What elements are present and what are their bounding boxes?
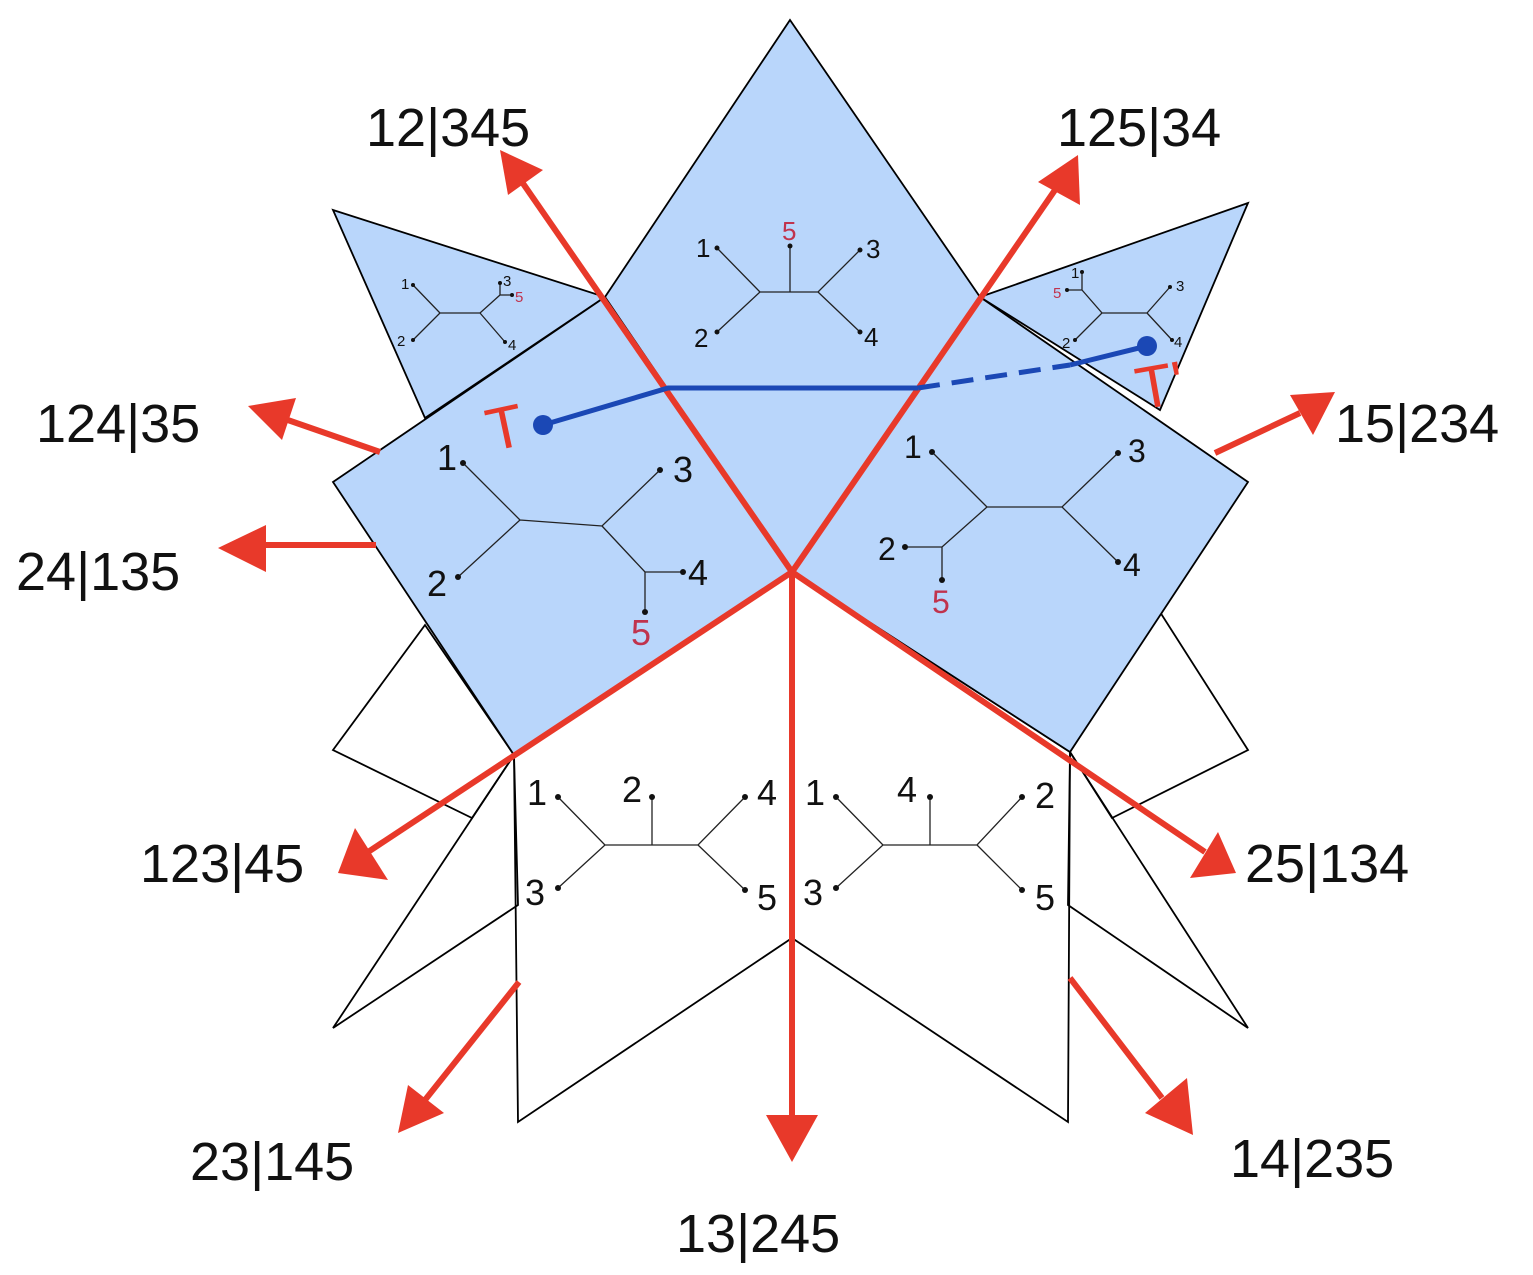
arrowhead-124-35 <box>248 398 296 440</box>
ray-23-145 <box>422 980 522 1102</box>
tree-top-leaf-5: 5 <box>782 216 796 246</box>
tree-right-leaf-4: 4 <box>1123 547 1141 583</box>
geodesic-path: T T' <box>480 336 1190 464</box>
label-25-134: 25|134 <box>1245 834 1409 894</box>
arrowhead-23-145 <box>398 1085 444 1133</box>
label-24-135: 24|135 <box>16 542 180 602</box>
tree-upper-left-leaf-5: 5 <box>515 289 523 306</box>
split-labels: 12|345 125|34 124|35 15|234 24|135 123|4… <box>16 98 1499 1264</box>
region-bottom-right-wedge <box>1067 749 1249 1029</box>
tree-bottom-left-leaf-3: 3 <box>525 872 545 913</box>
ray-125-34 <box>789 188 1058 574</box>
label-125-34: 125|34 <box>1057 98 1221 158</box>
region-bottom-left-wedge <box>332 752 519 1029</box>
tree-upper-left: 1 2 3 4 5 <box>397 273 523 354</box>
tree-bottom-right-leaf-2: 2 <box>1035 775 1055 816</box>
tree-left-leaf-3: 3 <box>673 449 693 490</box>
arrowhead-123-45 <box>338 828 388 880</box>
tree-left: 1 2 3 4 5 <box>427 437 708 653</box>
arrowhead-125-34 <box>1038 155 1080 205</box>
label-124-35: 124|35 <box>36 394 200 454</box>
tree-bottom-left: 1 2 3 4 5 <box>525 769 777 918</box>
tree-bottom-left-leaf-2: 2 <box>622 769 642 810</box>
path-dashed <box>917 362 1071 391</box>
tree-top-leaf-4: 4 <box>864 322 878 352</box>
tree-top-leaf-3: 3 <box>866 234 880 264</box>
tree-top: 1 2 3 4 5 <box>694 216 880 353</box>
tree-left-leaf-2: 2 <box>427 563 447 604</box>
tree-bottom-right-leaf-4: 4 <box>897 769 917 810</box>
tree-bottom-right-leaf-1: 1 <box>805 772 825 813</box>
tree-upper-right-leaf-3: 3 <box>1176 278 1184 295</box>
tree-right-leaf-3: 3 <box>1128 433 1146 469</box>
tree-top-leaf-2: 2 <box>694 323 708 353</box>
label-23-145: 23|145 <box>190 1132 354 1192</box>
label-123-45: 123|45 <box>140 834 304 894</box>
tree-right-leaf-2: 2 <box>878 531 896 567</box>
tree-upper-left-leaf-2: 2 <box>397 333 405 350</box>
split-rays <box>218 150 1335 1162</box>
tree-upper-right-leaf-5: 5 <box>1053 285 1061 302</box>
arrowhead-12-345 <box>500 150 543 195</box>
label-15-234: 15|234 <box>1335 394 1499 454</box>
tree-top-leaf-1: 1 <box>696 233 710 263</box>
tree-upper-left-leaf-1: 1 <box>401 276 409 293</box>
point-t-prime-label: T' <box>1131 348 1190 422</box>
tree-upper-left-leaf-3: 3 <box>503 273 511 290</box>
tree-bottom-right-leaf-3: 3 <box>803 872 823 913</box>
tree-upper-left-leaf-4: 4 <box>508 337 516 354</box>
arrowhead-15-234 <box>1290 392 1335 435</box>
tree-left-leaf-4: 4 <box>688 552 708 593</box>
region-upper-right-small <box>977 201 1250 412</box>
tree-upper-right-leaf-4: 4 <box>1174 334 1182 351</box>
point-t-prime-marker <box>1137 336 1157 356</box>
path-end-segment <box>1069 343 1148 368</box>
tree-left-leaf-1: 1 <box>437 437 457 478</box>
tree-bottom-left-leaf-1: 1 <box>527 772 547 813</box>
ray-14-235 <box>1067 976 1165 1100</box>
ray-15-234 <box>1213 410 1302 456</box>
path-solid <box>542 385 918 428</box>
tree-bottom-left-leaf-4: 4 <box>757 772 777 813</box>
label-12-345: 12|345 <box>366 98 530 158</box>
tree-upper-right-leaf-1: 1 <box>1071 265 1079 282</box>
tree-right-leaf-1: 1 <box>904 429 922 465</box>
tree-bottom-right: 1 4 3 2 5 <box>803 769 1055 918</box>
tree-bottom-right-leaf-5: 5 <box>1035 877 1055 918</box>
tree-right: 1 2 3 4 5 <box>878 429 1146 620</box>
ray-25-134 <box>790 569 1207 855</box>
arrowhead-24-135 <box>218 525 266 572</box>
arrowhead-25-134 <box>1190 832 1236 878</box>
ray-124-35 <box>281 415 381 455</box>
label-14-235: 14|235 <box>1230 1129 1394 1189</box>
tree-bottom-left-leaf-5: 5 <box>757 877 777 918</box>
tree-upper-right: 1 2 3 4 5 <box>1053 265 1184 352</box>
ray-123-45 <box>366 569 794 855</box>
arrowhead-13-245 <box>766 1115 818 1162</box>
tree-right-leaf-5: 5 <box>932 584 950 620</box>
tree-left-leaf-5: 5 <box>631 612 651 653</box>
tree-upper-right-leaf-2: 2 <box>1062 335 1070 352</box>
ray-12-345 <box>519 180 795 574</box>
label-13-245: 13|245 <box>676 1204 840 1264</box>
point-t-marker <box>533 415 553 435</box>
arrowhead-14-235 <box>1145 1078 1193 1135</box>
